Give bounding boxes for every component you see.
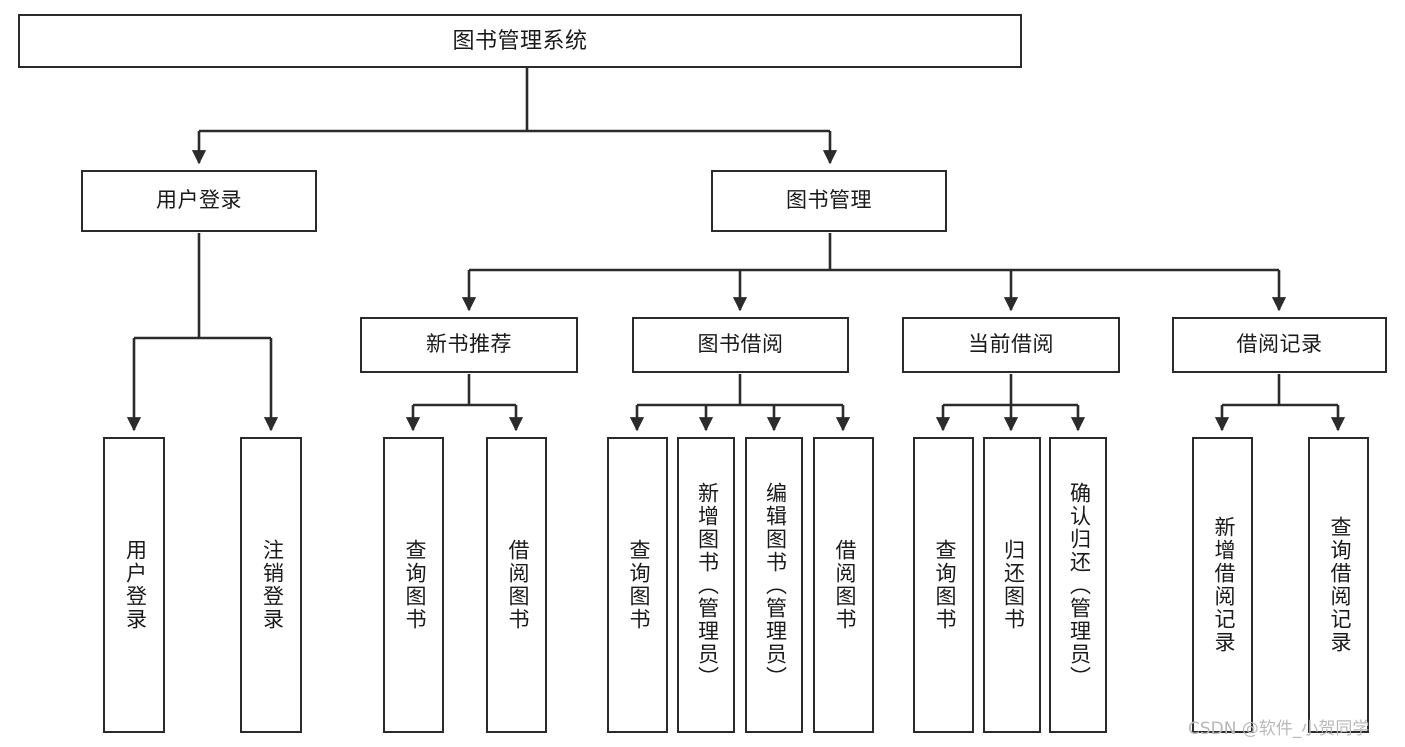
leaf-user-login[interactable]: 用户登录 [103,437,165,733]
node-borrow-record[interactable]: 借阅记录 [1172,317,1387,373]
node-label: 用户登录 [156,188,242,212]
leaf-edit-book[interactable]: 编辑图书（管理员） [745,437,803,733]
node-new-book-recommend[interactable]: 新书推荐 [360,317,578,373]
leaf-borrow-book-1[interactable]: 借阅图书 [486,437,547,733]
csdn-watermark: CSDN @软件_小贺同学 [1188,719,1370,739]
node-label: 注销登录 [260,539,284,631]
node-current-borrow[interactable]: 当前借阅 [902,317,1120,373]
node-label: 查询图书 [932,539,956,631]
node-label: 归还图书 [1001,539,1025,631]
leaf-query-book-1[interactable]: 查询图书 [383,437,444,733]
leaf-add-record[interactable]: 新增借阅记录 [1192,437,1253,733]
leaf-query-record[interactable]: 查询借阅记录 [1308,437,1369,733]
node-label: 确认归还（管理员） [1067,481,1091,689]
leaf-add-book[interactable]: 新增图书（管理员） [677,437,735,733]
leaf-logout[interactable]: 注销登录 [240,437,302,733]
node-label: 用户登录 [123,539,147,631]
leaf-confirm-return[interactable]: 确认归还（管理员） [1049,437,1107,733]
node-book-borrow[interactable]: 图书借阅 [632,317,849,373]
node-label: 借阅记录 [1236,332,1323,356]
leaf-query-book-3[interactable]: 查询图书 [913,437,974,733]
node-root-system[interactable]: 图书管理系统 [18,14,1022,68]
node-label: 查询图书 [402,539,426,631]
leaf-query-book-2[interactable]: 查询图书 [607,437,668,733]
node-label: 图书借阅 [697,332,784,356]
node-label: 新增借阅记录 [1211,516,1235,654]
node-label: 图书管理系统 [452,28,588,54]
node-label: 查询图书 [626,539,650,631]
leaf-borrow-book-2[interactable]: 借阅图书 [813,437,874,733]
node-label: 新书推荐 [426,332,512,356]
node-label: 新增图书（管理员） [695,481,719,689]
node-user-login[interactable]: 用户登录 [81,170,317,232]
node-label: 当前借阅 [968,332,1054,356]
node-label: 查询借阅记录 [1327,516,1351,654]
node-label: 图书管理 [786,188,872,212]
node-book-manage[interactable]: 图书管理 [711,170,947,232]
node-label: 编辑图书（管理员） [763,481,787,689]
node-label: 借阅图书 [832,539,856,631]
leaf-return-book[interactable]: 归还图书 [983,437,1041,733]
node-label: 借阅图书 [505,539,529,631]
